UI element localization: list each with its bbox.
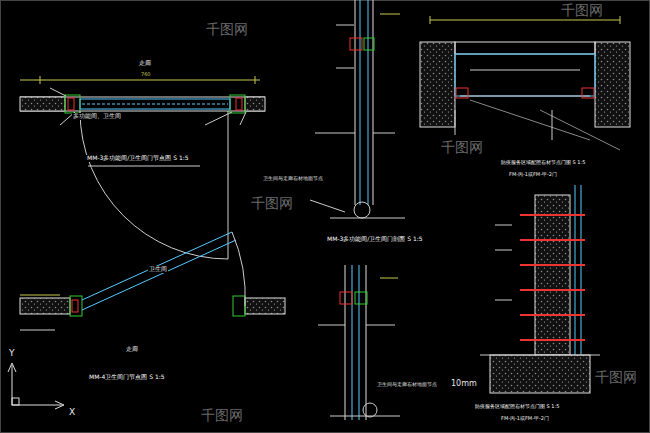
detail-title: 防疫服务区域配照石材节点门图 S 1:5	[474, 404, 560, 410]
watermark: 千图网	[200, 408, 244, 423]
leader-note: 卫生间与走廊石材地面节点	[376, 382, 438, 388]
room-label: 卫生间	[148, 266, 168, 273]
watermark: 千图网	[250, 196, 294, 211]
watermark: 千图网	[440, 140, 484, 155]
detail-title: 防疫服务区域配照石材节点门图 S 1:5	[500, 160, 586, 166]
door-type: FM-丙-1或FM-甲-2门	[500, 416, 550, 422]
door-type: FM-丙-1或FM-甲-2门	[508, 172, 558, 178]
room-label: 走廊	[138, 60, 152, 67]
detail-title: MM-3多功能间/卫生间门剖面 S 1:5	[326, 236, 424, 243]
axis-label: X	[68, 408, 76, 418]
watermark: 千图网	[205, 22, 249, 37]
dimension: 10mm	[450, 380, 478, 389]
detail-title: MM-4卫生间门节点图 S 1:5	[88, 374, 166, 381]
watermark: 千图网	[560, 3, 604, 18]
room-label: 走廊	[125, 346, 139, 353]
dimension: 760	[140, 72, 152, 78]
watermark: 千图网	[594, 370, 638, 385]
room-label: 多功能间、卫生间	[72, 113, 122, 120]
axis-label: Y	[8, 349, 16, 359]
detail-title: MM-3多功能间/卫生间门节点图 S 1:5	[86, 155, 190, 162]
leader-note: 卫生间与走廊石材地面节点	[262, 176, 324, 182]
